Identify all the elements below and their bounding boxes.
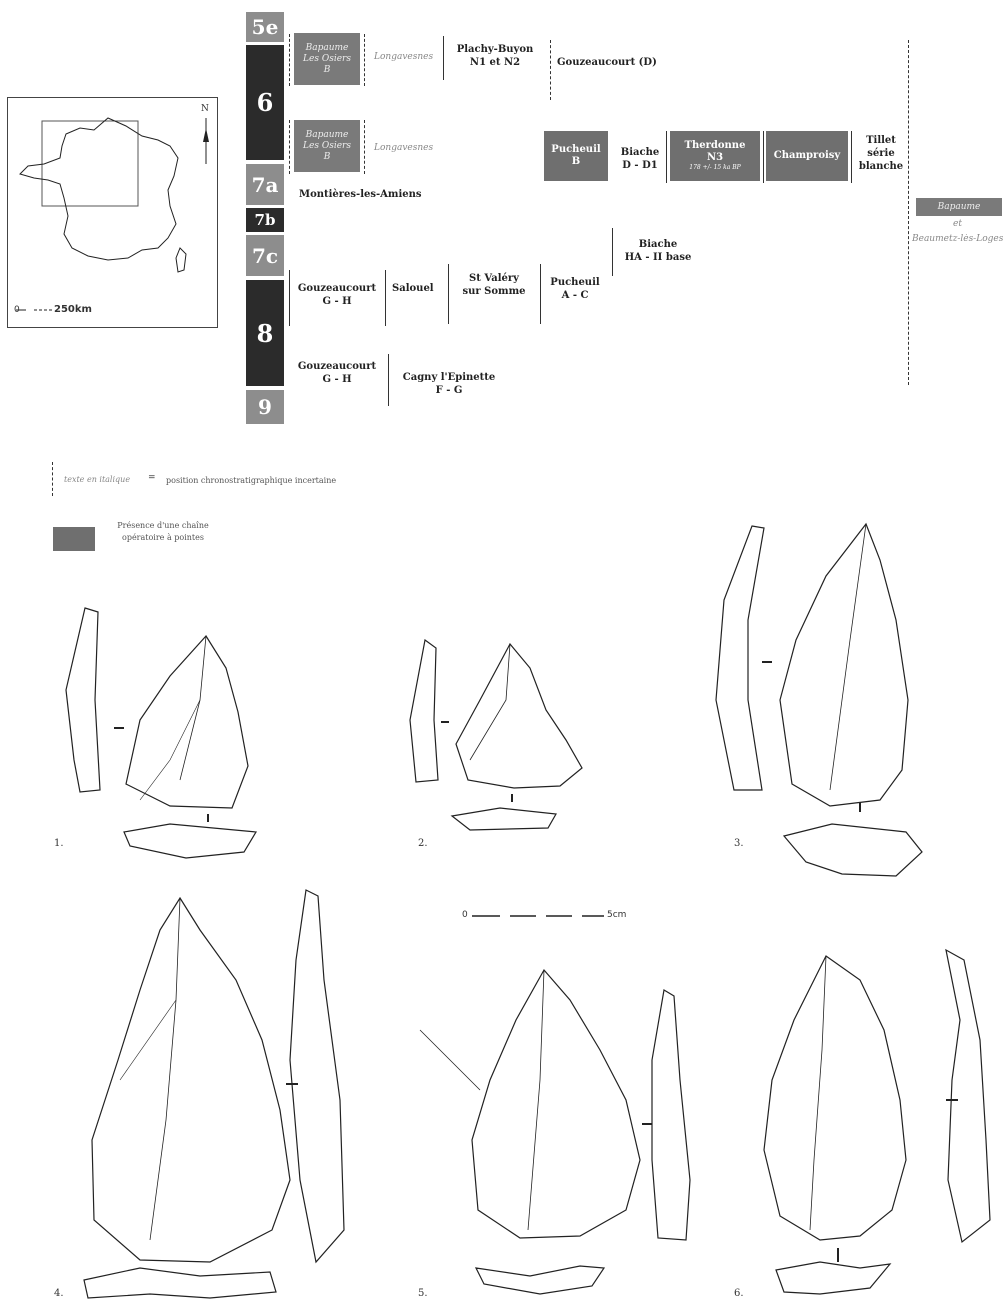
artifact-1-section — [124, 824, 256, 858]
artifact-3-face — [780, 524, 908, 806]
artifact-label-3: 3. — [734, 838, 744, 849]
artifact-scale-label: 5cm — [607, 910, 626, 920]
artifact-scale-zero: 0 — [462, 910, 468, 920]
artifact-label-1: 1. — [54, 838, 64, 849]
artifact-5-section — [476, 1266, 604, 1294]
artifact-1-face — [126, 636, 248, 808]
artifact-2-face — [456, 644, 582, 788]
artifact-4-profile — [290, 890, 344, 1262]
artifact-3-profile — [716, 526, 764, 790]
artifact-6-section — [776, 1262, 890, 1294]
artifact-6-face — [764, 956, 906, 1240]
artifact-label-4: 4. — [54, 1288, 64, 1299]
artifact-6-profile — [946, 950, 990, 1242]
artifact-1-profile — [66, 608, 100, 792]
artifact-5-face — [420, 970, 640, 1238]
artifact-4-face — [92, 898, 290, 1262]
artifact-2-section — [452, 808, 556, 830]
artifact-3-section — [784, 824, 922, 876]
artifact-label-5: 5. — [418, 1288, 428, 1299]
artifact-5-profile — [652, 990, 690, 1240]
artifact-label-6: 6. — [734, 1288, 744, 1299]
artifact-label-2: 2. — [418, 838, 428, 849]
artifact-4-section — [84, 1268, 276, 1298]
artifact-2-profile — [410, 640, 438, 782]
